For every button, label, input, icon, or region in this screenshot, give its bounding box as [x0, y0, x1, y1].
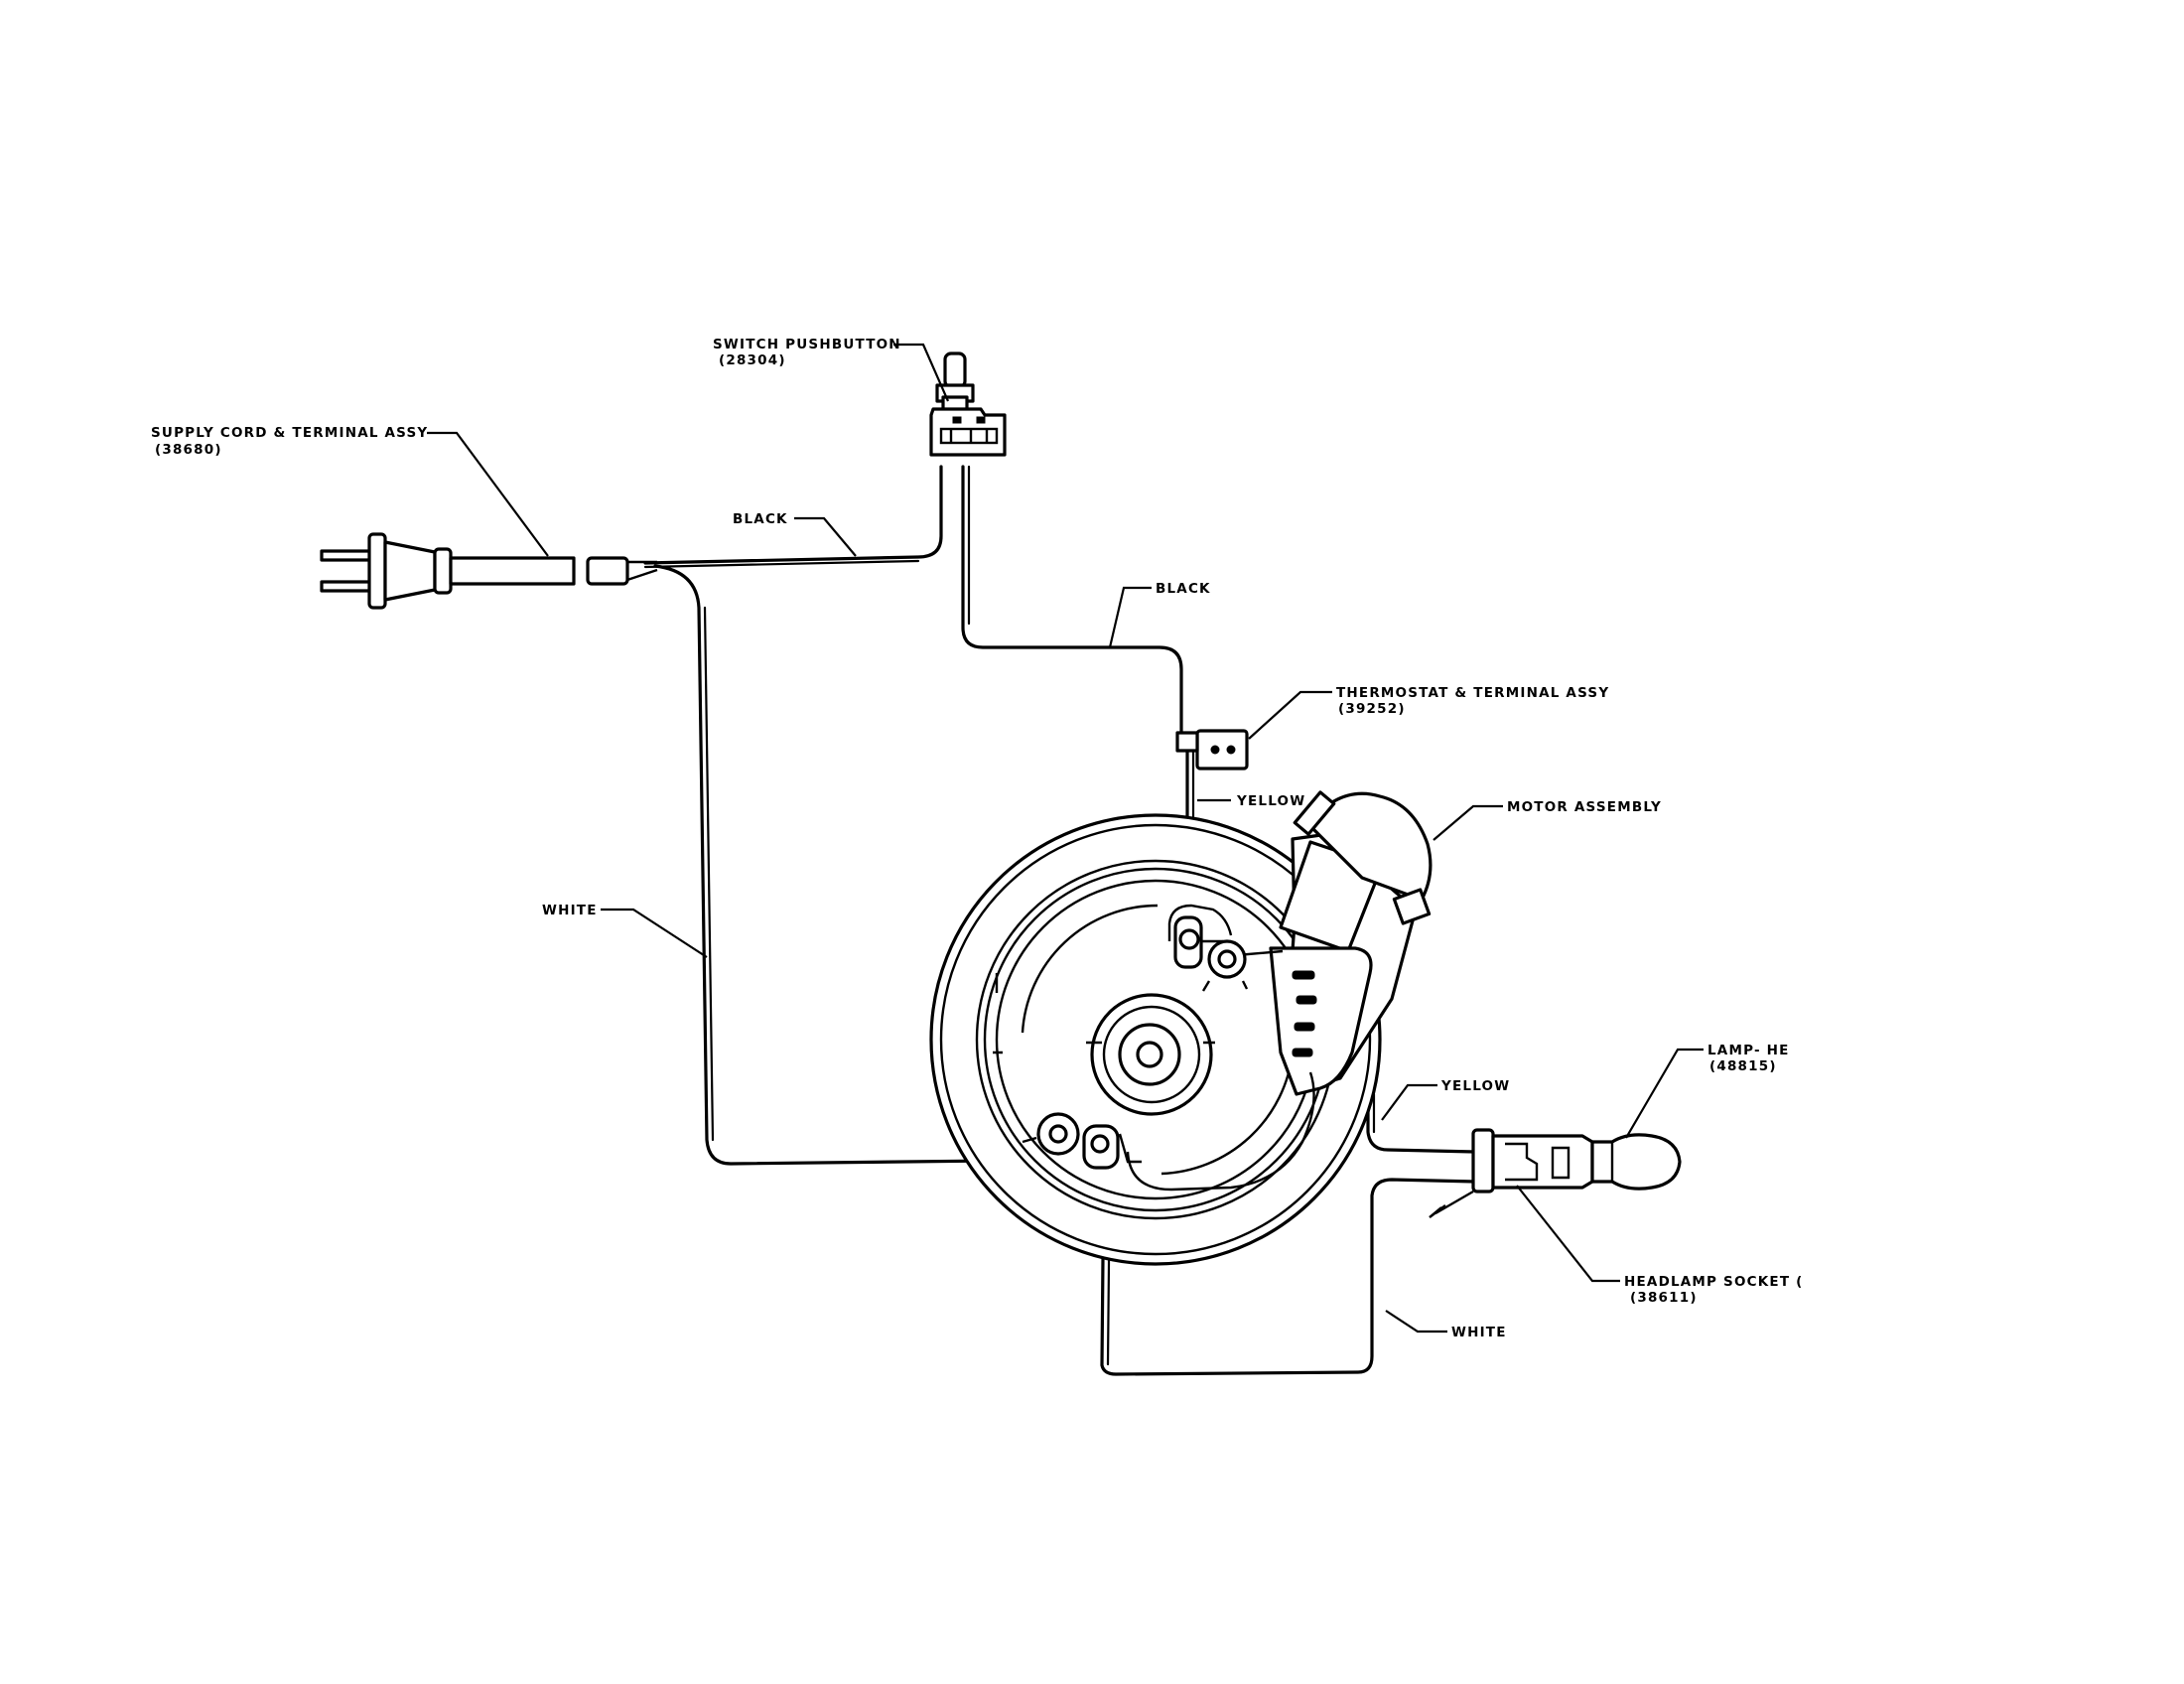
switch-pushbutton — [929, 351, 1007, 457]
supply-cord-plug — [320, 532, 658, 610]
switch-label: SWITCH PUSHBUTTON — [713, 337, 901, 352]
motor-assembly — [929, 790, 1433, 1266]
headlamp-bulb — [1590, 1133, 1682, 1191]
lower-brush-holder — [1022, 1071, 1315, 1192]
wire-label-black-upper: BLACK — [733, 511, 788, 527]
headlamp-socket-label: HEADLAMP SOCKET ( — [1624, 1274, 1804, 1290]
leader-headlamp-socket — [1516, 1185, 1620, 1283]
thermostat-assembly — [1175, 729, 1249, 771]
wire-label-black-lower: BLACK — [1156, 581, 1211, 597]
thermostat-label: THERMOSTAT & TERMINAL ASSY — [1336, 685, 1609, 701]
wire-label-yellow-upper: YELLOW — [1236, 793, 1305, 809]
switch-part-number: (28304) — [719, 352, 786, 368]
wire-label-white-right: WHITE — [1451, 1325, 1507, 1340]
supply-cord-part-number: (38680) — [155, 442, 222, 458]
wire-label-yellow-lower: YELLOW — [1440, 1078, 1510, 1094]
supply-cord-label: SUPPLY CORD & TERMINAL ASSY — [151, 425, 428, 441]
wire-black-cord-to-switch — [643, 465, 943, 565]
leader-white-left — [601, 908, 708, 958]
leader-black-upper — [794, 516, 857, 557]
leader-black-lower — [1108, 586, 1152, 648]
headlamp-socket — [1429, 1128, 1594, 1218]
thermostat-part-number: (39252) — [1338, 701, 1406, 717]
wire-yellow-motor-to-socket — [1366, 1090, 1477, 1154]
wire-black-switch-to-thermostat — [961, 465, 1183, 737]
leader-thermostat — [1248, 690, 1332, 740]
leader-switch — [893, 343, 950, 402]
leader-yellow-lower — [1381, 1083, 1437, 1121]
leader-supply-cord — [427, 431, 549, 557]
headlamp-socket-part-number: (38611) — [1630, 1290, 1698, 1306]
motor-label: MOTOR ASSEMBLY — [1507, 799, 1662, 815]
upper-brush-holder — [1173, 915, 1249, 992]
leader-white-right — [1385, 1310, 1447, 1333]
wire-white-motor-to-socket — [1100, 1150, 1477, 1376]
wire-white-cord-to-motor — [653, 564, 1084, 1166]
leader-motor — [1433, 804, 1503, 841]
leader-lamp — [1625, 1048, 1704, 1139]
lamp-label: LAMP- HE — [1707, 1043, 1790, 1058]
lamp-part-number: (48815) — [1709, 1058, 1777, 1074]
wire-label-white-left: WHITE — [542, 903, 598, 918]
